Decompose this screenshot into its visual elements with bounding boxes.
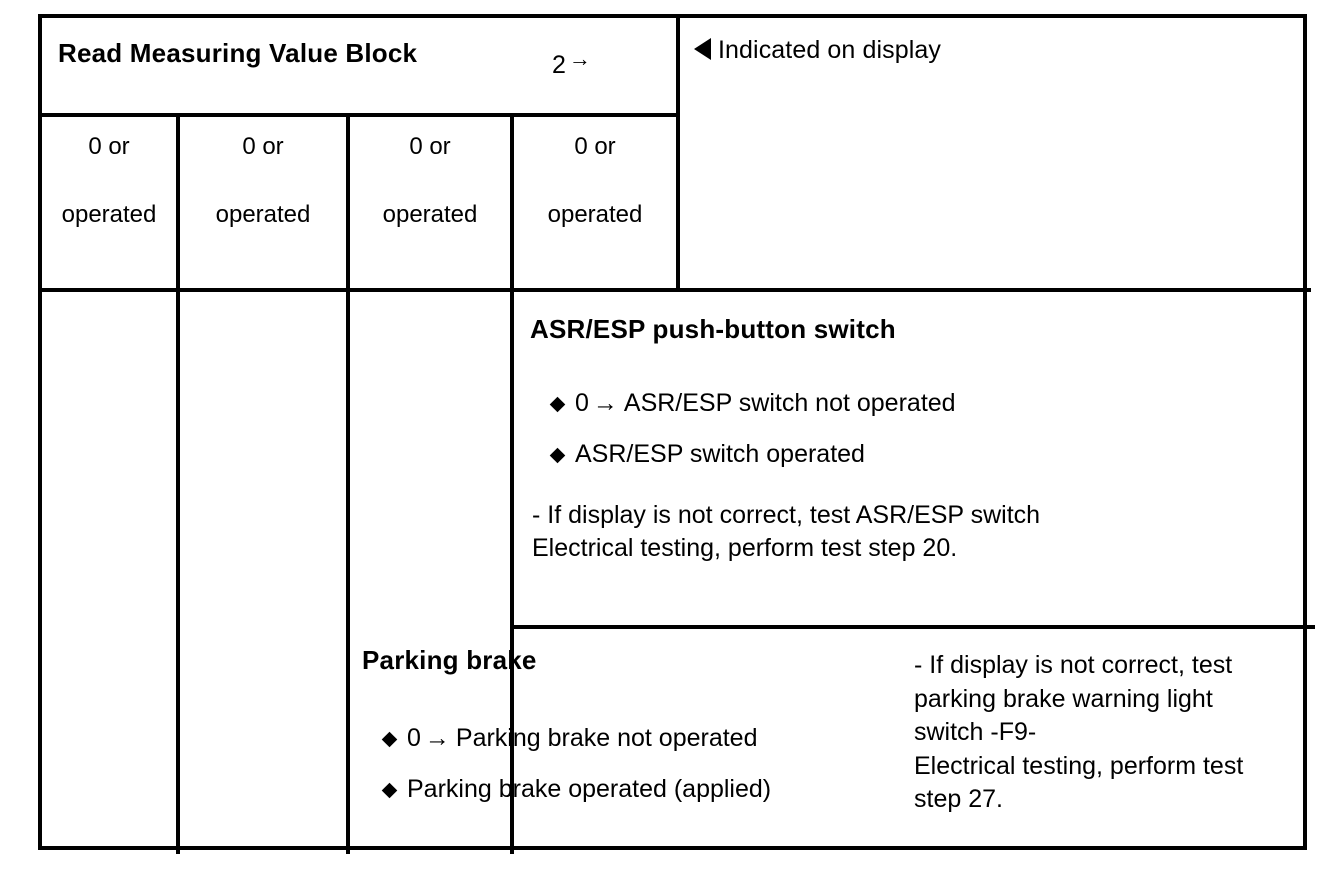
rule-values-bottom xyxy=(38,288,1311,292)
value-column-2-line1: 0 or xyxy=(242,133,284,160)
parking-brake-note-line-4: Electrical testing, perform test xyxy=(914,751,1244,780)
rule-header-bottom xyxy=(38,113,676,117)
empty-cell-col2 xyxy=(180,292,346,854)
value-column-4-line2: operated xyxy=(547,201,643,228)
value-column-3-line1: 0 or xyxy=(409,133,451,160)
page-title: Read Measuring Value Block xyxy=(58,38,418,68)
display-group-indicator: 2→ xyxy=(552,46,591,80)
indicated-on-display-label: Indicated on display xyxy=(718,36,941,64)
value-column-2-line2: operated xyxy=(215,201,311,228)
asr-esp-heading: ASR/ESP push-button switch xyxy=(530,314,896,344)
value-column-1-line2: operated xyxy=(61,201,157,228)
value-column-3: 0 or operated xyxy=(350,117,510,288)
parking-brake-bullet-1-value: 0 xyxy=(407,724,421,752)
right-arrow-icon: → xyxy=(592,389,618,417)
value-column-4: 0 or operated xyxy=(514,117,676,288)
diamond-bullet-icon xyxy=(381,782,398,799)
value-column-2: 0 or operated xyxy=(180,117,346,288)
rule-col2-right xyxy=(346,113,350,854)
value-column-3-line2: operated xyxy=(382,201,478,228)
header-left-cell: Read Measuring Value Block 2→ xyxy=(42,18,676,113)
diamond-bullet-icon xyxy=(549,447,566,464)
parking-brake-bullet-2: Parking brake operated (applied) xyxy=(381,775,910,804)
left-triangle-icon xyxy=(694,38,711,60)
parking-brake-note-line-2: parking brake warning light xyxy=(914,684,1213,713)
measuring-value-block-table: Read Measuring Value Block 2→ Indicated … xyxy=(38,14,1315,854)
display-group-number: 2 xyxy=(552,51,566,79)
parking-brake-note-line-5: step 27. xyxy=(914,785,1003,813)
asr-esp-notes: - If display is not correct, test ASR/ES… xyxy=(532,499,1311,564)
parking-brake-side-note: - If display is not correct, test parkin… xyxy=(914,629,1311,854)
parking-brake-bullet-1-text: Parking brake not operated xyxy=(455,724,758,752)
parking-brake-note-line-1: - If display is not correct, test xyxy=(914,651,1233,679)
asr-esp-note-line-2: Electrical testing, perform test step 20… xyxy=(532,533,958,562)
diamond-bullet-icon xyxy=(549,396,566,413)
right-arrow-icon: → xyxy=(424,724,450,752)
rule-header-split xyxy=(676,14,680,292)
asr-esp-bullet-1-text: ASR/ESP switch not operated xyxy=(623,389,956,417)
section-parking-brake: Parking brake 0→Parking brake not operat… xyxy=(350,629,910,854)
value-column-1: 0 or operated xyxy=(42,117,176,288)
asr-esp-note-line-1: - If display is not correct, test ASR/ES… xyxy=(532,501,1041,529)
parking-brake-heading: Parking brake xyxy=(362,645,537,675)
asr-esp-bullet-1: 0→ASR/ESP switch not operated xyxy=(549,389,1311,418)
parking-brake-bullet-2-text: Parking brake operated (applied) xyxy=(407,775,772,803)
right-arrow-icon: → xyxy=(568,46,591,71)
header-right-cell: Indicated on display xyxy=(680,18,1311,113)
asr-esp-bullet-2-text: ASR/ESP switch operated xyxy=(575,440,865,468)
rule-col3-right xyxy=(510,113,514,854)
parking-brake-note-line-3: switch -F9- xyxy=(914,718,1037,746)
empty-cell-col1 xyxy=(42,292,176,854)
rule-col1-right xyxy=(176,113,180,854)
asr-esp-bullet-1-value: 0 xyxy=(575,389,589,417)
value-column-1-line1: 0 or xyxy=(88,133,130,160)
diamond-bullet-icon xyxy=(381,731,398,748)
asr-esp-bullet-2: ASR/ESP switch operated xyxy=(549,440,1311,469)
rule-asr-bottom xyxy=(510,625,1315,629)
parking-brake-bullet-1: 0→Parking brake not operated xyxy=(381,724,910,753)
section-asr-esp: ASR/ESP push-button switch 0→ASR/ESP swi… xyxy=(514,292,1311,625)
empty-cell-col3 xyxy=(350,292,510,625)
value-column-4-line1: 0 or xyxy=(574,133,616,160)
